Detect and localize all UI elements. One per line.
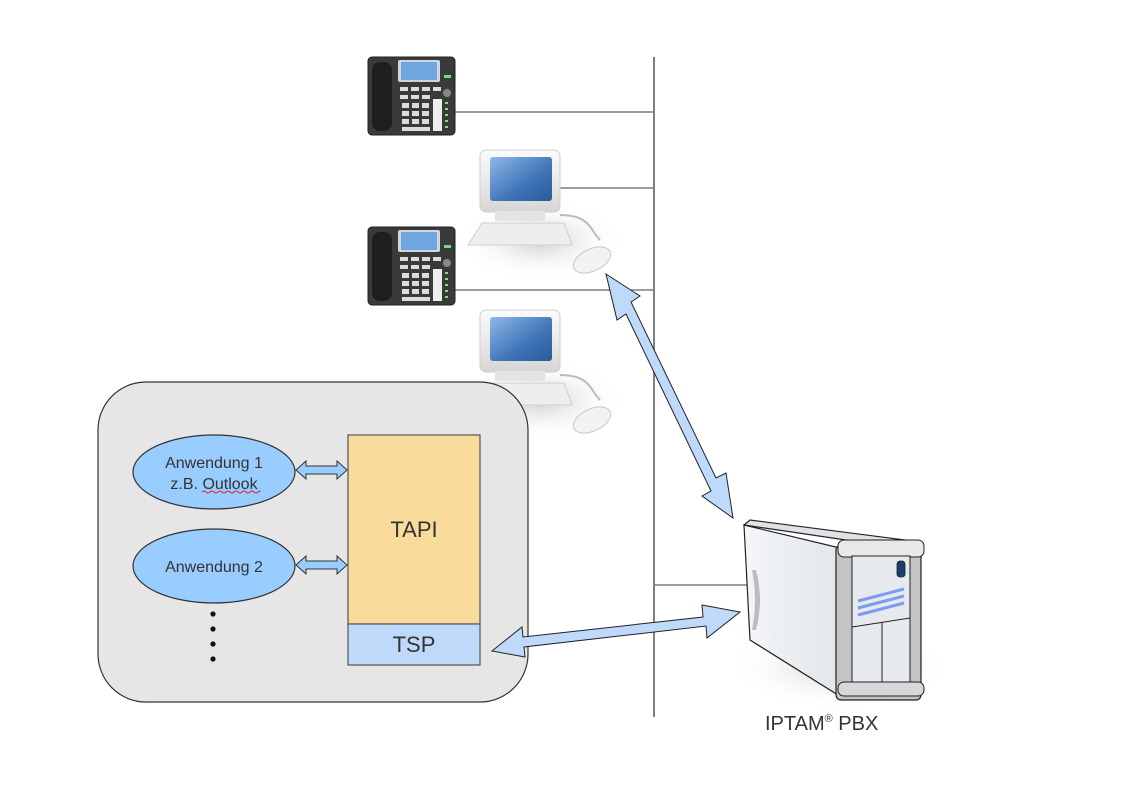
tsp-label: TSP [393, 632, 436, 657]
application-2-ellipse [132, 528, 296, 604]
app2-tapi-double-arrow [295, 554, 348, 576]
app1-tapi-double-arrow [295, 459, 348, 481]
ip-phone-icon [367, 56, 456, 136]
pbx-server-icon [730, 519, 950, 710]
application-1-ellipse [132, 434, 296, 510]
application-1-example: z.B. Outlook [170, 476, 258, 493]
application-1-label: Anwendung 1 [165, 455, 263, 472]
spellcheck-underline [201, 490, 261, 494]
tapi-label: TAPI [390, 517, 437, 542]
workstation-icon [455, 149, 625, 280]
server-vent-stripes [857, 587, 905, 617]
pbx-server-label: IPTAM® PBX [765, 713, 878, 735]
application-2-label: Anwendung 2 [165, 559, 263, 576]
ip-phone-icon [367, 226, 456, 306]
tsp-pbx-double-arrow [490, 604, 742, 658]
tapi-layer [347, 434, 481, 625]
tsp-layer [347, 623, 481, 666]
client-computer-box: Anwendung 1 z.B. Outlook Anwendung 2 TAP… [97, 381, 529, 703]
workstation-pbx-double-arrow [605, 272, 734, 520]
more-applications-ellipsis [210, 611, 216, 662]
